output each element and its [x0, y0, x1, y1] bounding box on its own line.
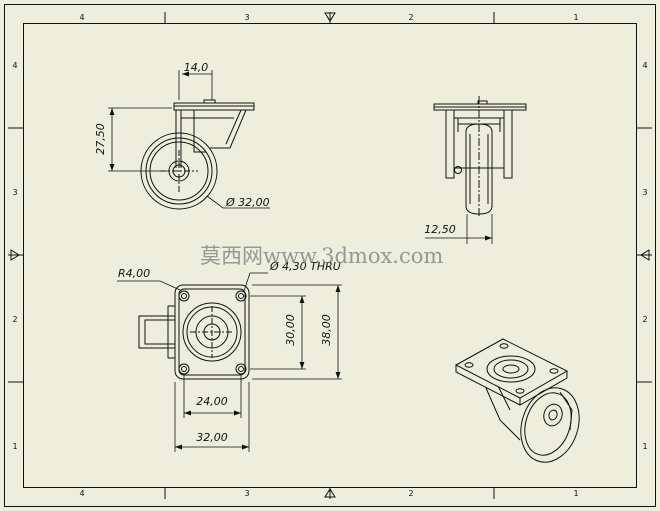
dim-wheel-diameter: Ø 32,00	[225, 196, 270, 209]
zone-label-top-3: 3	[244, 13, 249, 22]
dim-offset-front: 12,50	[424, 223, 456, 236]
zone-label-right-2: 2	[642, 315, 647, 324]
zone-label-left-3: 3	[12, 188, 17, 197]
outer-border	[4, 4, 656, 507]
dim-hole-diameter: Ø 4,30 THRU	[269, 260, 341, 273]
zone-label-bottom-4: 4	[79, 489, 84, 498]
dim-plate-height: 38,00	[320, 314, 333, 346]
zone-label-left-2: 2	[12, 315, 17, 324]
dim-offset-top: 14,0	[184, 61, 209, 74]
side-view-dimensions	[108, 70, 270, 209]
top-view-dimensions	[117, 272, 342, 452]
zone-label-left-1: 1	[12, 442, 17, 451]
front-view	[433, 96, 527, 218]
isometric-view	[454, 338, 580, 463]
zone-label-right-3: 3	[642, 188, 647, 197]
zone-label-top-4: 4	[79, 13, 84, 22]
dim-hole-spacing-horizontal: 24,00	[196, 395, 228, 408]
dim-height-side: 27,50	[94, 123, 107, 155]
top-view	[138, 284, 250, 380]
centering-marks	[10, 12, 650, 498]
zone-label-bottom-3: 3	[244, 489, 249, 498]
zone-label-left-4: 4	[12, 61, 17, 70]
dim-corner-radius: R4,00	[118, 267, 150, 280]
zone-label-bottom-1: 1	[573, 489, 578, 498]
zone-label-top-2: 2	[408, 13, 413, 22]
front-view-dimensions	[425, 214, 493, 244]
dim-hole-spacing-vertical: 30,00	[284, 314, 297, 346]
side-view	[140, 99, 255, 210]
zone-label-bottom-2: 2	[408, 489, 413, 498]
zone-label-top-1: 1	[573, 13, 578, 22]
drawing-frame	[23, 23, 637, 488]
zone-label-right-1: 1	[642, 442, 647, 451]
watermark: 莫西网www.3dmox.com	[200, 244, 443, 268]
dim-plate-width: 32,00	[196, 431, 228, 444]
zone-label-right-4: 4	[642, 61, 647, 70]
